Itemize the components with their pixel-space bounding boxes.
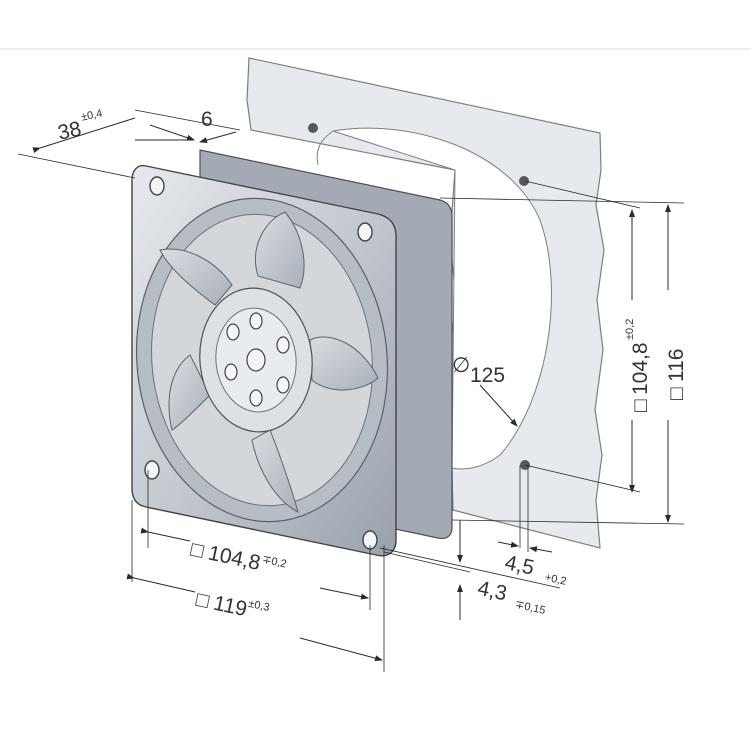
svg-text:104,8: 104,8	[629, 342, 652, 395]
svg-text:4,3: 4,3	[476, 577, 509, 606]
fan-blade-4	[168, 354, 211, 431]
svg-text:□: □	[665, 387, 688, 400]
dim-depth: 38 ±0,4	[56, 108, 104, 145]
svg-text:□: □	[629, 399, 652, 412]
svg-text:116: 116	[665, 349, 688, 382]
fan-blade-3	[251, 429, 299, 513]
dim-hole-spacing-horizontal: □ 104,8 ∓0,2	[189, 538, 288, 575]
svg-text:119: 119	[212, 592, 250, 621]
dim-bore: ∅ 125	[452, 354, 505, 387]
fan	[131, 149, 453, 557]
panel-hole-top-right	[519, 176, 529, 186]
svg-text:∅: ∅	[452, 354, 470, 377]
dim-frame-vertical: □ 116	[665, 349, 688, 400]
dim-hole-spacing-vertical: □ 104,8 ±0,2	[624, 319, 652, 412]
dim-flange: 6	[201, 108, 213, 131]
svg-text:125: 125	[470, 364, 505, 387]
svg-text:∓0,15: ∓0,15	[514, 599, 546, 617]
svg-text:104,8: 104,8	[206, 541, 262, 574]
fan-blade-2	[309, 336, 379, 391]
fan-blade-5	[159, 248, 233, 306]
fan-blade-1	[255, 211, 305, 289]
svg-text:□: □	[194, 588, 211, 613]
frame-hole-bottom-left	[144, 460, 160, 480]
frame-hole-top-right	[357, 222, 373, 242]
svg-text:±0,2: ±0,2	[624, 319, 636, 340]
svg-text:±0,4: ±0,4	[80, 108, 103, 124]
svg-text:+0,2: +0,2	[544, 572, 568, 588]
svg-text:∓0,2: ∓0,2	[261, 554, 287, 571]
svg-text:4,5: 4,5	[503, 551, 536, 580]
svg-text:±0,3: ±0,3	[247, 598, 270, 614]
dim-frame-horizontal: □ 119 ±0,3	[194, 588, 271, 621]
svg-text:□: □	[189, 538, 206, 563]
svg-text:38: 38	[56, 117, 84, 144]
panel-hole-top-left	[308, 123, 318, 133]
frame-hole-top-left	[149, 176, 165, 196]
